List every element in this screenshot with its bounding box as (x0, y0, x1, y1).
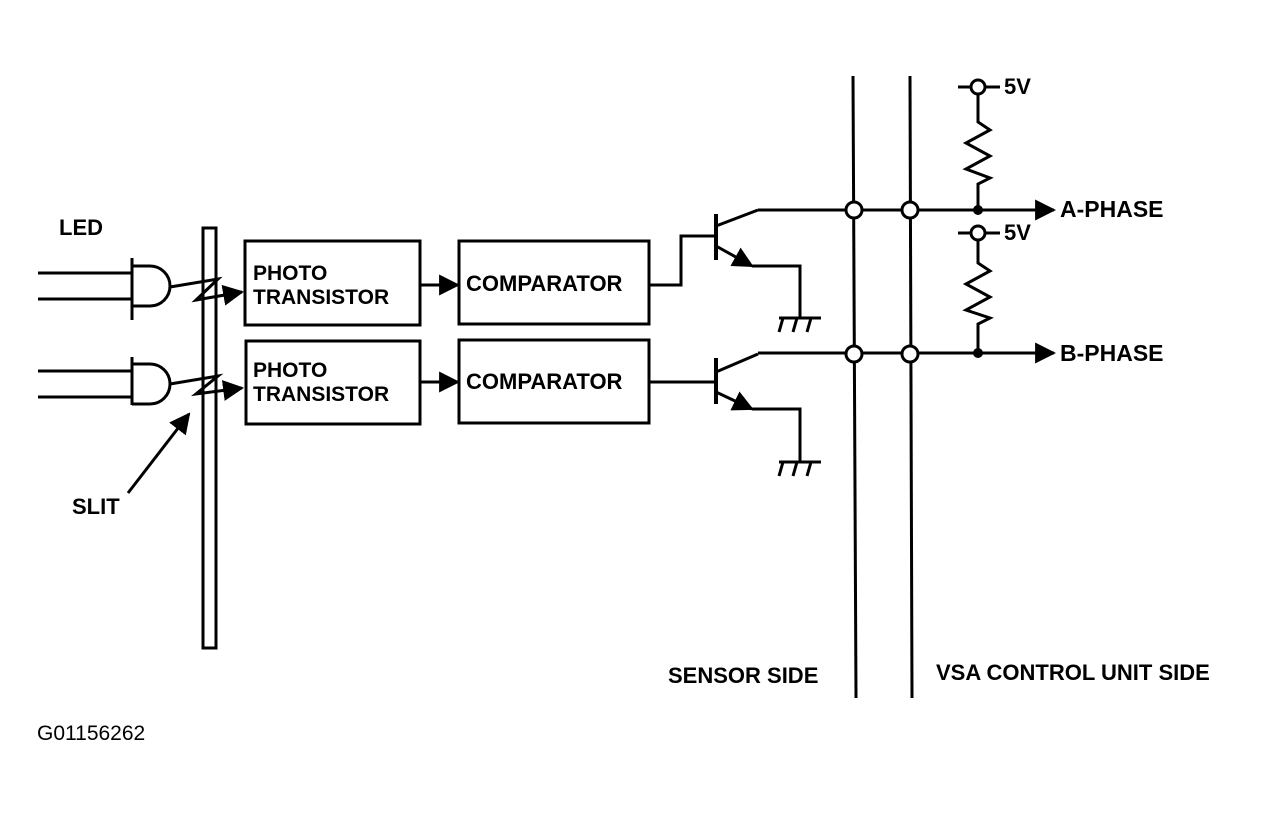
led-2 (38, 357, 170, 405)
supply-5v-label-b: 5V (1004, 220, 1031, 245)
junction-dot-b (975, 350, 982, 357)
transistor-2 (649, 354, 800, 462)
slit-plate (203, 228, 216, 648)
connector-pin-control-b (902, 346, 918, 362)
connector-pin-sensor-b (846, 346, 862, 362)
pullup-resistor-b (958, 233, 1000, 353)
slit-label: SLIT (72, 494, 120, 519)
photo-transistor-label-1: PHOTO TRANSISTOR (253, 262, 389, 310)
a-phase-label: A-PHASE (1060, 196, 1164, 222)
light-path-2 (170, 376, 245, 401)
sensor-side-boundary (853, 76, 856, 698)
light-path-1 (170, 279, 245, 306)
led-label: LED (59, 215, 103, 240)
control-unit-boundary (910, 76, 912, 698)
photo-transistor-1-line1: PHOTO (253, 262, 328, 285)
sensor-side-label: SENSOR SIDE (668, 663, 819, 688)
comparator-box-1 (459, 241, 649, 324)
supply-5v-label-a: 5V (1004, 74, 1031, 99)
photo-transistor-2-line2: TRANSISTOR (253, 383, 390, 406)
control-unit-side-label: VSA CONTROL UNIT SIDE (936, 660, 1210, 685)
comparator-label-1: COMPARATOR (466, 271, 623, 296)
connector-pin-control-a (902, 202, 918, 218)
terminal-5v-a (971, 80, 985, 94)
b-phase-label: B-PHASE (1060, 340, 1164, 366)
transistor-1 (649, 210, 800, 318)
figure-id: G01156262 (37, 722, 146, 745)
ground-1 (779, 318, 821, 332)
photo-transistor-box-1 (245, 241, 420, 325)
led-1 (38, 258, 170, 320)
connector-pin-sensor-a (846, 202, 862, 218)
pullup-resistor-a (958, 87, 1000, 210)
comparator-label-2: COMPARATOR (466, 369, 623, 394)
junction-dot-a (975, 207, 982, 214)
terminal-5v-b (971, 226, 985, 240)
photo-transistor-label-2: PHOTO TRANSISTOR (253, 359, 389, 407)
photo-transistor-1-line2: TRANSISTOR (253, 286, 390, 309)
slit-pointer-arrow (128, 412, 191, 493)
photo-transistor-2-line1: PHOTO (253, 359, 328, 382)
ground-2 (779, 462, 821, 476)
